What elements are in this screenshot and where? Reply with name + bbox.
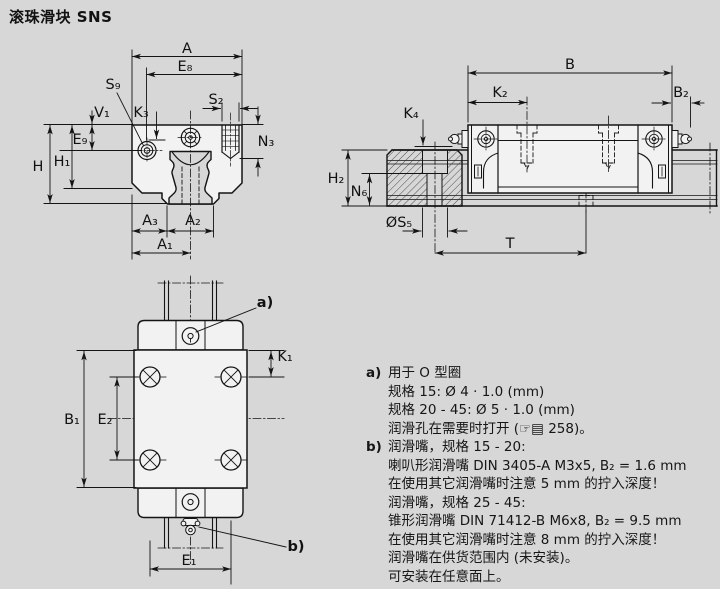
note-text: 润滑嘴，规格 15 - 20:: [388, 439, 526, 455]
note-tag: [366, 568, 388, 587]
grease-nipple-right: [671, 130, 692, 148]
dim-label-k1: K₁: [277, 349, 293, 365]
dim-label-e2: E₂: [98, 412, 113, 428]
dim-label-k4: K₄: [403, 106, 419, 122]
note-line: a) 用于 O 型圈: [366, 364, 716, 383]
top-view-dimensions: [76, 307, 287, 585]
dim-label-s9: S₉: [105, 77, 120, 93]
top-view: K₁ E₂ B₁ E₁ a) b): [64, 275, 305, 585]
top-lube-hole: [177, 127, 204, 148]
dim-label-h1: H₁: [54, 154, 71, 170]
note-text: 在使用其它润滑嘴时注意 8 mm 的拧入深度！: [388, 531, 666, 548]
note-tag: [366, 457, 388, 476]
lube-port-right: [641, 126, 667, 152]
note-text: 规格 20 - 45: Ø 5 · 1.0 (mm): [388, 402, 575, 418]
note-tag: b): [366, 439, 382, 455]
note-tag: [366, 512, 388, 531]
dim-label-v1: V₁: [94, 105, 110, 121]
dim-label-n6: N₆: [351, 184, 368, 200]
note-tag: [366, 531, 388, 550]
grease-nipple-left: [448, 130, 469, 148]
rail-cavity: [168, 150, 213, 205]
dim-label-k3: K₃: [133, 105, 149, 121]
dim-label-h: H: [33, 159, 44, 175]
dim-label-a2: A₂: [185, 213, 201, 229]
dim-label-e9: E₉: [73, 132, 88, 148]
dim-label-s5: ØS₅: [386, 215, 413, 231]
note-text: 喇叭形润滑嘴 DIN 3405-A M3x5, B₂ = 1.6 mm: [388, 457, 687, 474]
ref-label-a: a): [257, 295, 273, 311]
note-text: 可安装在任意面上。: [388, 568, 510, 585]
dim-label-a: A: [182, 41, 192, 57]
note-text: 锥形润滑嘴 DIN 71412-B M6x8, B₂ = 9.5 mm: [388, 513, 682, 529]
note-tag: a): [366, 365, 382, 381]
note-line: 润滑嘴在供货范围内 (未安装)。: [366, 549, 716, 568]
note-line: 规格 20 - 45: Ø 5 · 1.0 (mm): [366, 401, 716, 420]
note-line: 润滑嘴，规格 25 - 45:: [366, 494, 716, 513]
lube-port-left: [473, 126, 499, 152]
dim-label-e8: E₈: [178, 59, 193, 75]
runner-block-side: [467, 124, 673, 194]
note-line: b) 润滑嘴，规格 15 - 20:: [366, 438, 716, 457]
note-tag: [366, 549, 388, 568]
note-tag: [366, 475, 388, 494]
note-line: 喇叭形润滑嘴 DIN 3405-A M3x5, B₂ = 1.6 mm: [366, 457, 716, 476]
runner-block-top: [133, 319, 248, 519]
note-line: 规格 15: Ø 4 · 1.0 (mm): [366, 383, 716, 402]
note-line: 润滑孔在需要时打开 (☞▤ 258)。: [366, 420, 716, 439]
footnotes: a) 用于 O 型圈 规格 15: Ø 4 · 1.0 (mm) 规格 20 - …: [366, 364, 716, 586]
dim-label-b: B: [565, 57, 575, 73]
dim-label-n3: N₃: [258, 134, 275, 150]
dim-label-b2: B₂: [673, 85, 689, 101]
mounting-holes-top: [133, 366, 248, 471]
note-text: 润滑嘴在供货范围内 (未安装)。: [388, 550, 579, 566]
note-line: 在使用其它润滑嘴时注意 8 mm 的拧入深度！: [366, 531, 716, 550]
dim-label-a3: A₃: [142, 213, 158, 229]
note-tag: [366, 494, 388, 513]
dim-label-t: T: [505, 236, 515, 252]
note-text: 在使用其它润滑嘴时注意 5 mm 的拧入深度！: [388, 476, 666, 492]
thread-hole-s2: [221, 112, 240, 167]
front-view: A E₈ S₉ V₁ K₃ S₂ N₃ E₉ H₁ H A₃ A₂ A₁: [33, 41, 275, 260]
dim-label-a1: A₁: [157, 237, 173, 253]
note-text: 润滑孔在需要时打开 (☞▤ 258)。: [388, 420, 593, 437]
mounting-holes-hidden: [516, 124, 619, 171]
side-view-dimensions: [341, 65, 705, 256]
note-text: 用于 O 型圈: [388, 365, 462, 381]
note-text: 润滑嘴，规格 25 - 45:: [388, 494, 526, 511]
note-text: 规格 15: Ø 4 · 1.0 (mm): [388, 383, 545, 400]
dim-label-s2: S₂: [208, 92, 223, 108]
note-line: 锥形润滑嘴 DIN 71412-B M6x8, B₂ = 9.5 mm: [366, 512, 716, 531]
rail-cross-section: [386, 141, 463, 254]
dim-label-b1: B₁: [64, 412, 80, 428]
rail-edges: [163, 280, 218, 549]
note-tag: [366, 383, 388, 402]
note-line: 可安装在任意面上。: [366, 568, 716, 587]
note-tag: [366, 420, 388, 439]
dim-label-k2: K₂: [492, 85, 507, 101]
side-view: B K₂ B₂ K₄ H₂ N₆ ØS₅ T: [328, 57, 718, 256]
front-view-dimensions: [43, 49, 264, 260]
dim-label-h2: H₂: [328, 171, 345, 187]
ref-label-b: b): [287, 539, 304, 555]
cap-lube-hole-bottom: [181, 493, 200, 511]
note-line: 在使用其它润滑嘴时注意 5 mm 的拧入深度！: [366, 475, 716, 494]
note-tag: [366, 401, 388, 420]
cap-lube-hole-top: [181, 327, 200, 345]
dim-label-e1: E₁: [182, 553, 197, 569]
grease-nipple-top-view: [180, 518, 201, 536]
page-title: 滚珠滑块 SNS: [9, 8, 113, 26]
